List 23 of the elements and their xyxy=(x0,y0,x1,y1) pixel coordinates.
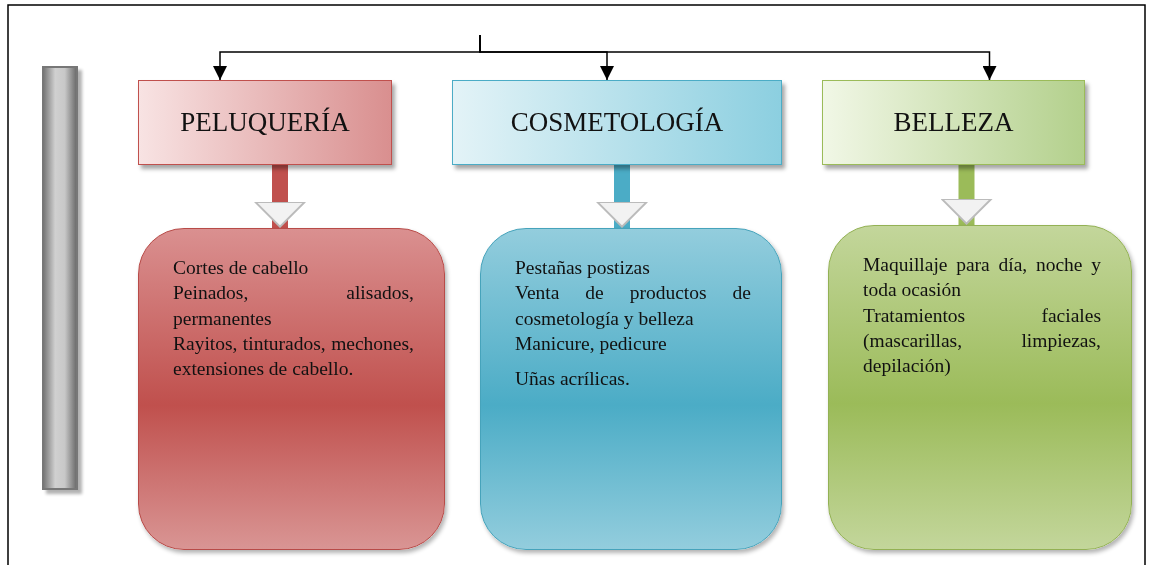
arrow xyxy=(479,34,997,81)
service-text: Tratamientos faciales (mascarillas, limpiezas, depilación) xyxy=(863,303,1101,379)
service-text: Rayitos, tinturados, mechones, extensiones de cabello. xyxy=(173,332,414,382)
service-text: Manicure, pedicure xyxy=(515,332,668,357)
service-text: Cortes de cabello xyxy=(173,256,310,280)
service-box xyxy=(480,228,782,550)
vertical-bar xyxy=(42,66,78,490)
block-arrow xyxy=(940,165,993,225)
category-box xyxy=(822,80,1085,165)
block-arrow xyxy=(254,165,306,228)
category-title: COSMETOLOGÍA xyxy=(510,107,724,138)
category-title: PELUQUERÍA xyxy=(180,107,350,138)
service-text: Venta de productos de cosmetología y belleza xyxy=(515,281,751,331)
category-box xyxy=(138,80,392,165)
service-text: Uñas acrílicas. xyxy=(515,367,631,392)
service-text: Peinados, alisados, permanentes xyxy=(173,281,414,331)
block-arrow xyxy=(596,165,648,228)
service-text: Maquillaje para día, noche y toda ocasión xyxy=(863,253,1101,303)
service-text: Pestañas postizas xyxy=(515,256,651,280)
service-box xyxy=(828,225,1132,550)
service-box xyxy=(138,228,445,550)
category-title: BELLEZA xyxy=(893,107,1014,138)
category-box xyxy=(452,80,782,165)
